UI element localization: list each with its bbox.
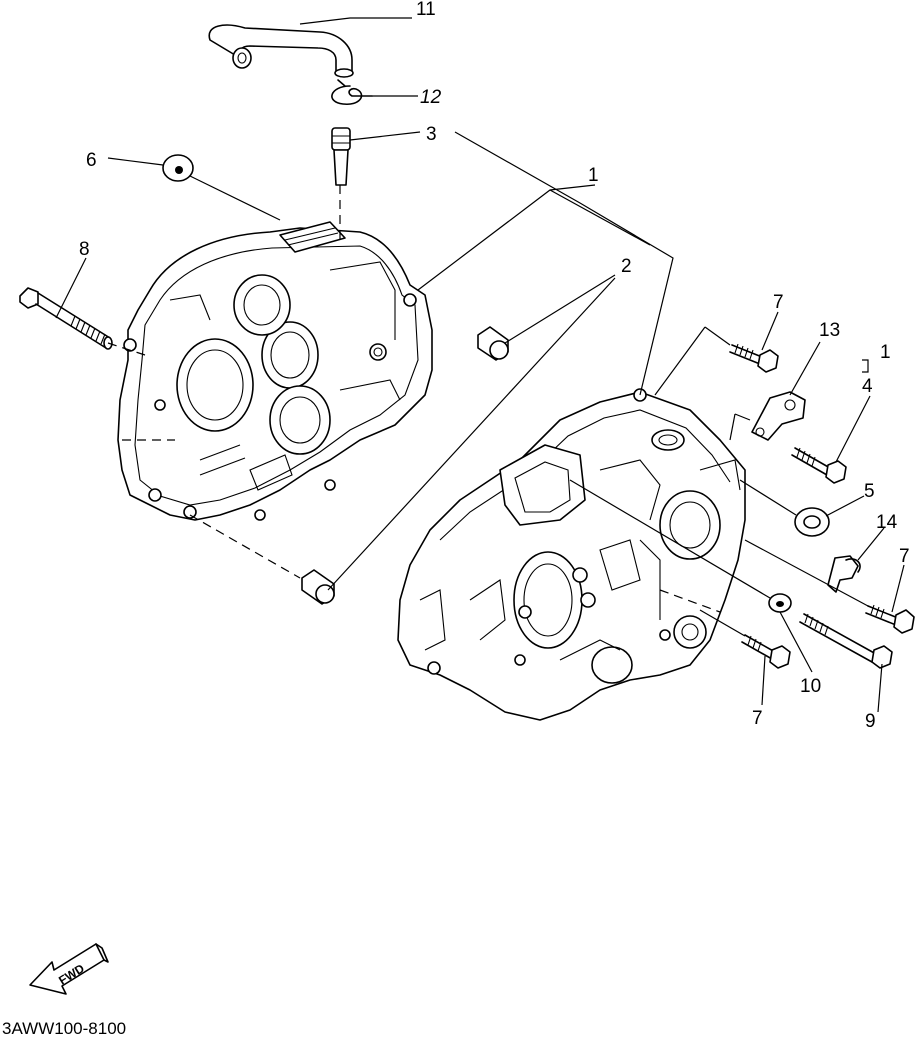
right-crankcase-half: [397, 388, 746, 721]
fwd-arrow-icon: FWD: [29, 943, 109, 995]
label-2: 2: [621, 256, 632, 277]
label-4: 4: [862, 376, 873, 397]
label-5: 5: [864, 481, 875, 502]
label-12: 12: [420, 87, 442, 108]
leader-lines: [55, 17, 905, 713]
label-11: 11: [416, 0, 436, 20]
label-7-right: 7: [899, 546, 910, 567]
part-2-dowel-pin-upper: [477, 326, 509, 361]
label-1: 1: [588, 165, 599, 186]
part-4-bolt: [791, 447, 847, 484]
part-3-breather-fitting: [331, 127, 351, 186]
label-14: 14: [876, 512, 898, 533]
part-11-breather-hose: [208, 24, 354, 78]
part-13-bracket: [751, 391, 806, 441]
left-crankcase-half: [117, 221, 433, 521]
part-7-bolt-lower: [741, 634, 791, 669]
part-2-dowel-pin-lower: [301, 569, 335, 605]
label-7-upper: 7: [773, 292, 784, 313]
part-6-washer: [162, 154, 194, 182]
part-9-long-bolt: [799, 613, 893, 669]
label-3: 3: [426, 124, 437, 145]
part-labels: 11 12 3 6 1 8 2 7 13 1 4 5 14 7 10 7 9: [79, 0, 910, 732]
label-9: 9: [865, 711, 876, 732]
label-1-kit: 1: [880, 342, 891, 363]
part-7-bolt-right: [865, 604, 915, 634]
label-10: 10: [800, 676, 821, 697]
label-7-lower: 7: [752, 708, 763, 729]
label-6: 6: [86, 150, 97, 171]
part-5-washer: [794, 507, 830, 537]
label-13: 13: [819, 320, 840, 341]
part-12-hose-clip: [331, 79, 373, 105]
diagram-code: 3AWW100-8100: [2, 1019, 126, 1038]
label-8: 8: [79, 239, 90, 260]
part-14-clamp: [827, 555, 861, 593]
part-7-bolt-upper: [729, 343, 779, 373]
part-10-washer: [768, 593, 792, 613]
